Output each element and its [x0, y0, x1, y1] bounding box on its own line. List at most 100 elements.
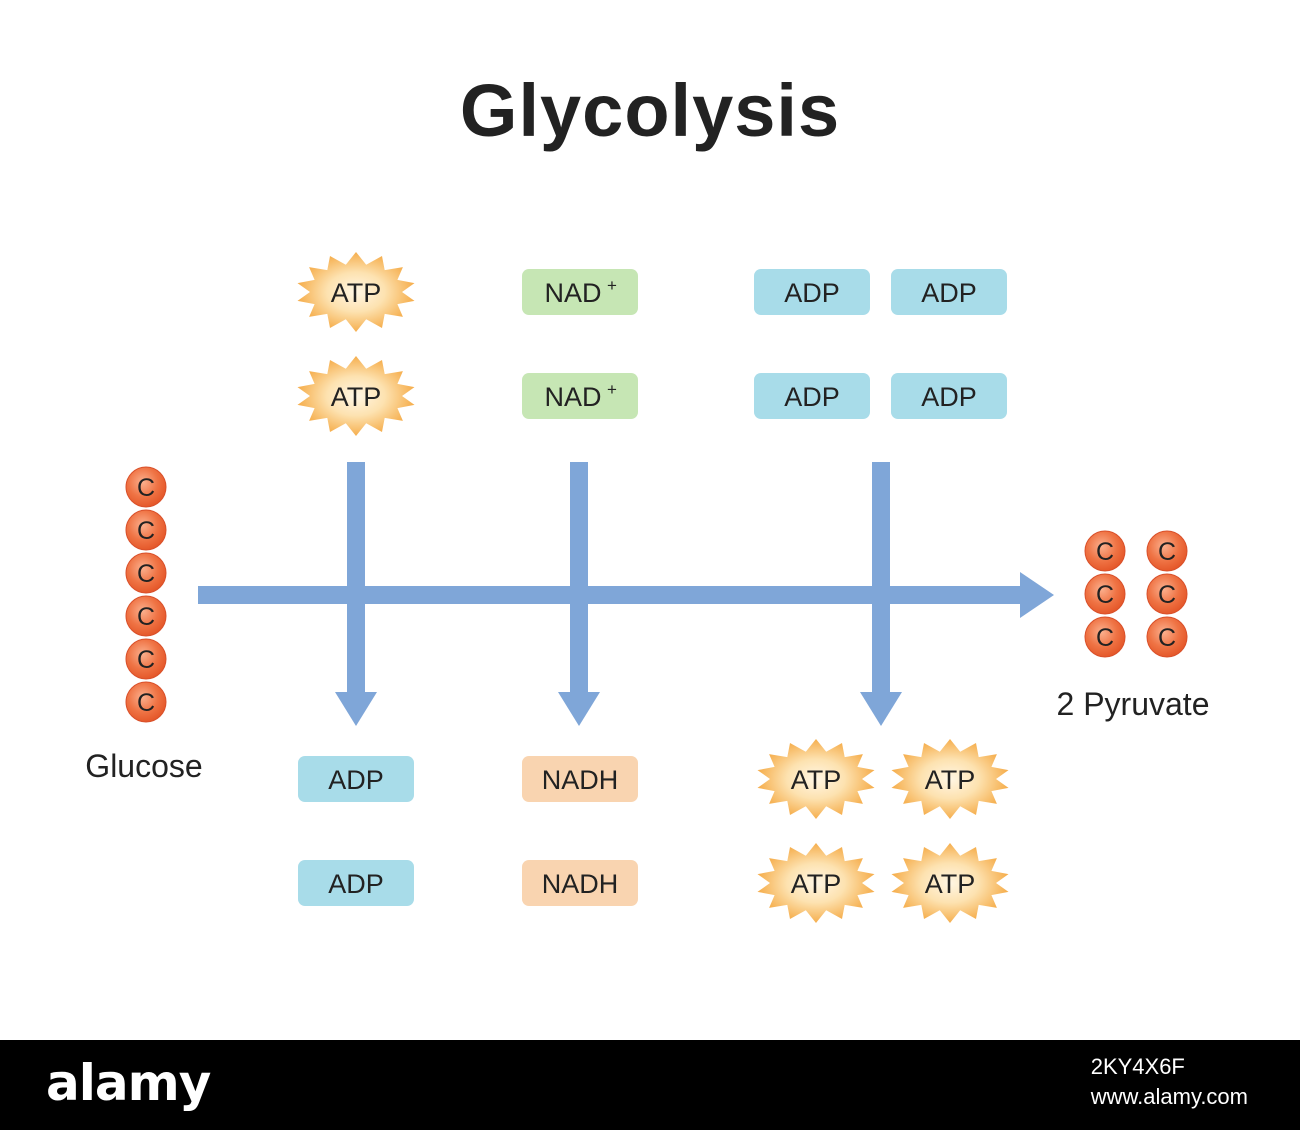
- carbon-label: C: [1096, 538, 1114, 566]
- atp-starburst: [891, 739, 1009, 819]
- site-url: www.alamy.com: [1090, 1084, 1248, 1109]
- carbon-label: C: [137, 517, 155, 545]
- outputs-adp-group: ADP ADP: [298, 756, 414, 906]
- atp-label: ATP: [791, 869, 842, 899]
- charge-superscript: +: [607, 276, 617, 295]
- carbon-atom: C: [1146, 530, 1188, 572]
- adp-badge: ADP: [298, 756, 414, 802]
- carbon-circle: [125, 595, 167, 637]
- carbon-circle: [1084, 616, 1126, 658]
- carbon-label: C: [1158, 538, 1176, 566]
- carbon-atom: C: [1084, 530, 1126, 572]
- arrow-1-shaft: [347, 462, 365, 696]
- inputs-nad-group: NAD+NAD+: [522, 269, 638, 419]
- carbon-circle: [1084, 573, 1126, 615]
- nadh-badge-box: [522, 756, 638, 802]
- arrow-1-head: [335, 692, 377, 726]
- carbon-atom: C: [1084, 573, 1126, 615]
- atp-badge: ATP: [297, 252, 415, 332]
- main-arrow-head: [1020, 572, 1054, 618]
- carbon-label: C: [137, 474, 155, 502]
- carbon-atom: C: [125, 552, 167, 594]
- atp-starburst: [297, 252, 415, 332]
- atp-starburst: [757, 739, 875, 819]
- carbon-atom: C: [125, 638, 167, 680]
- nad-badge: NAD+: [522, 373, 638, 419]
- glucose-label: Glucose: [85, 748, 202, 784]
- nad-badge: NAD+: [522, 269, 638, 315]
- adp-badge-label: ADP: [328, 869, 384, 899]
- adp-badge-box: [754, 373, 870, 419]
- adp-badge-label: ADP: [784, 278, 840, 308]
- carbon-circle: [1146, 573, 1188, 615]
- atp-label: ATP: [331, 278, 382, 308]
- adp-badge: ADP: [298, 860, 414, 906]
- image-credit: 2KY4X6F www.alamy.com: [1091, 1052, 1248, 1112]
- atp-starburst: [757, 843, 875, 923]
- flow-arrows: [198, 462, 1054, 726]
- adp-badge-label: ADP: [921, 278, 977, 308]
- nad-badge-box: [522, 269, 638, 315]
- outputs: ADP ADP NADH NADH ATP ATP ATP ATP: [298, 739, 1009, 923]
- nad-badge-box: [522, 373, 638, 419]
- carbon-circle: [1146, 616, 1188, 658]
- carbon-label: C: [137, 689, 155, 717]
- nadh-badge: NADH: [522, 756, 638, 802]
- carbon-label: C: [1096, 624, 1114, 652]
- adp-badge: ADP: [754, 269, 870, 315]
- arrow-2-shaft: [570, 462, 588, 696]
- pyruvate-molecule: CCC: [1146, 530, 1188, 658]
- carbon-atom: C: [1084, 616, 1126, 658]
- atp-badge: ATP: [757, 843, 875, 923]
- arrow-3-shaft: [872, 462, 890, 696]
- atp-badge: ATP: [297, 356, 415, 436]
- adp-badge-box: [298, 756, 414, 802]
- carbon-atom: C: [125, 466, 167, 508]
- carbon-circle: [125, 552, 167, 594]
- main-arrow-shaft: [198, 586, 1023, 604]
- atp-badge: ATP: [891, 843, 1009, 923]
- arrow-3-head: [860, 692, 902, 726]
- carbon-label: C: [1096, 581, 1114, 609]
- carbon-label: C: [1158, 581, 1176, 609]
- arrow-2-head: [558, 692, 600, 726]
- adp-badge: ADP: [891, 373, 1007, 419]
- atp-starburst: [297, 356, 415, 436]
- nadh-badge: NADH: [522, 860, 638, 906]
- adp-badge-box: [298, 860, 414, 906]
- inputs-adp-group: ADP ADP ADP ADP: [754, 269, 1007, 419]
- adp-badge-box: [891, 269, 1007, 315]
- carbon-atom: C: [125, 595, 167, 637]
- carbon-circle: [125, 466, 167, 508]
- carbon-atom: C: [125, 681, 167, 723]
- atp-badge: ATP: [757, 739, 875, 819]
- nad-badge-label: NAD: [544, 382, 601, 412]
- adp-badge: ADP: [891, 269, 1007, 315]
- carbon-circle: [1146, 530, 1188, 572]
- adp-badge-label: ADP: [921, 382, 977, 412]
- nadh-badge-label: NADH: [542, 869, 619, 899]
- atp-badge: ATP: [891, 739, 1009, 819]
- carbon-circle: [125, 509, 167, 551]
- atp-label: ATP: [331, 382, 382, 412]
- atp-label: ATP: [791, 765, 842, 795]
- atp-label: ATP: [925, 765, 976, 795]
- watermark-footer: alamy 2KY4X6F www.alamy.com: [0, 1040, 1300, 1130]
- carbon-circle: [1084, 530, 1126, 572]
- carbon-atom: C: [1146, 616, 1188, 658]
- carbon-circle: [125, 638, 167, 680]
- nadh-badge-box: [522, 860, 638, 906]
- inputs-atp-group: ATP ATP: [297, 252, 415, 436]
- atp-starburst: [891, 843, 1009, 923]
- adp-badge-box: [891, 373, 1007, 419]
- carbon-label: C: [137, 603, 155, 631]
- pyruvate-label: 2 Pyruvate: [1057, 686, 1210, 722]
- outputs-nadh-group: NADH NADH: [522, 756, 638, 906]
- adp-badge: ADP: [754, 373, 870, 419]
- pyruvate-molecule: CCC: [1084, 530, 1126, 658]
- carbon-label: C: [137, 646, 155, 674]
